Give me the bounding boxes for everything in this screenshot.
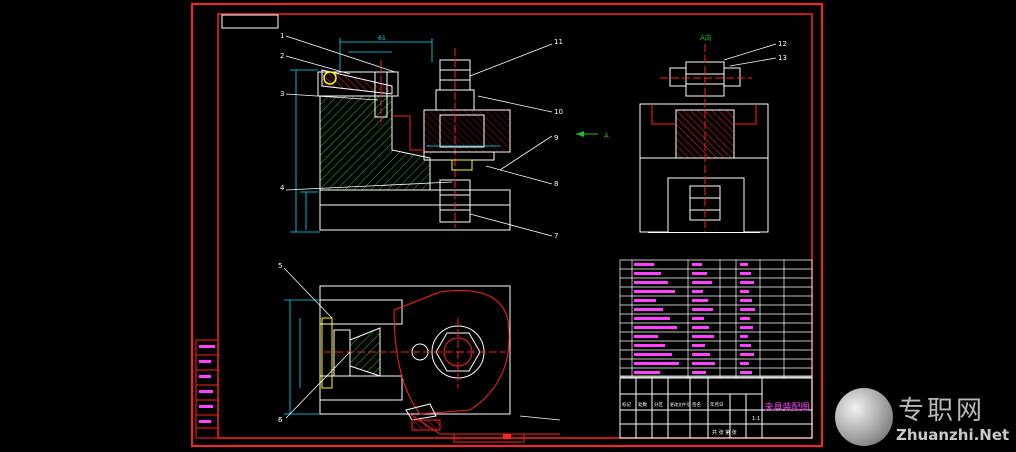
tb-h0: 标记: [622, 401, 631, 408]
bom-cell-mark: [740, 272, 751, 275]
watermark-url: Zhuanzhi.Net: [896, 426, 1010, 444]
lever-plate-outline: [393, 290, 510, 415]
bom-cell-mark: [740, 281, 754, 284]
drawing-title: 夹具装配图: [764, 401, 809, 413]
title-block: [619, 377, 813, 439]
tb-sheet: 共 张 第 张: [712, 429, 737, 436]
balloon-5: 5: [278, 262, 282, 270]
bom-cell-mark: [740, 326, 753, 329]
front-view: 61: [290, 35, 511, 233]
bom-cell-mark: [634, 272, 661, 275]
watermark-logo-icon: [835, 388, 893, 446]
bom-cell-mark: [740, 362, 749, 365]
bom-cell-mark: [740, 335, 748, 338]
bom-cell-mark: [692, 317, 704, 320]
top-view: [284, 285, 560, 443]
balloon-6: 6: [278, 416, 283, 424]
balloon-11: 11: [554, 38, 563, 46]
arrow-label-a: A: [604, 132, 609, 140]
tb-h4: 签名: [692, 401, 701, 408]
sheet-inner-frame: [217, 13, 813, 439]
bom-cell-mark: [692, 353, 710, 356]
bom-cell-mark: [692, 281, 712, 284]
bom-cell-mark: [692, 299, 708, 302]
bom-cell-mark: [740, 299, 752, 302]
view-direction-arrow: [576, 131, 598, 137]
bom-cell-mark: [692, 272, 707, 275]
balloon-7: 7: [554, 232, 558, 240]
bom-cell-mark: [634, 281, 668, 284]
tb-h2: 分区: [654, 401, 663, 408]
bom-cell-mark: [634, 263, 654, 266]
tb-h1: 处数: [638, 401, 647, 408]
upper-block: [317, 71, 399, 97]
bom-cell-mark: [634, 371, 660, 374]
bom-cell-mark: [634, 299, 656, 302]
lever-pivot: [323, 71, 337, 85]
bom-cell-mark: [692, 263, 702, 266]
balloon-4: 4: [280, 184, 285, 192]
bom-cell-mark: [634, 290, 675, 293]
bom-cell-mark: [634, 353, 672, 356]
hub-center: [439, 114, 485, 148]
bom-cell-mark: [692, 371, 706, 374]
tb-h5: 年月日: [710, 401, 724, 408]
view-label-a: A向: [700, 33, 712, 42]
bom-cell-mark: [740, 308, 755, 311]
bom-cell-mark: [634, 317, 670, 320]
bom-cell-mark: [634, 344, 665, 347]
side-view: [639, 44, 769, 233]
dim-top-value: 61: [378, 35, 386, 42]
bom-cell-mark: [692, 326, 709, 329]
balloon-13: 13: [778, 54, 787, 62]
left-margin-strip: [195, 339, 219, 439]
bom-cell-mark: [634, 308, 663, 311]
balloon-8: 8: [554, 180, 558, 188]
bom-cell-mark: [740, 344, 751, 347]
bom-cell-mark: [740, 353, 754, 356]
bom-cell-mark: [692, 362, 715, 365]
bom-cell-mark: [740, 371, 752, 374]
bom-cell-mark: [692, 308, 713, 311]
watermark-cn: 专职网: [898, 396, 986, 426]
bom-cell-mark: [740, 317, 750, 320]
bom-cell-mark: [634, 335, 658, 338]
tb-h3: 更改文件号: [670, 401, 690, 407]
bom-cell-mark: [634, 326, 677, 329]
front-dimensions: [290, 38, 500, 233]
balloon-2: 2: [280, 52, 284, 60]
bom-cell-mark: [740, 263, 748, 266]
balloon-10: 10: [554, 108, 563, 116]
base-block: [319, 189, 511, 231]
bom-table: [619, 259, 813, 378]
tb-scale: 1:1: [752, 416, 760, 422]
sheet-outer-frame: [191, 3, 823, 447]
bom-cell-mark: [692, 335, 714, 338]
bom-cell-mark: [740, 290, 749, 293]
bom-cell-mark: [634, 362, 679, 365]
bom-cell-mark: [692, 344, 705, 347]
balloon-12: 12: [778, 40, 787, 48]
balloon-9: 9: [554, 134, 558, 142]
drawing-number-box: [221, 14, 279, 29]
bom-cell-mark: [692, 290, 703, 293]
balloon-1: 1: [280, 32, 284, 40]
front-leaders: [285, 35, 553, 237]
balloon-3: 3: [280, 90, 284, 98]
